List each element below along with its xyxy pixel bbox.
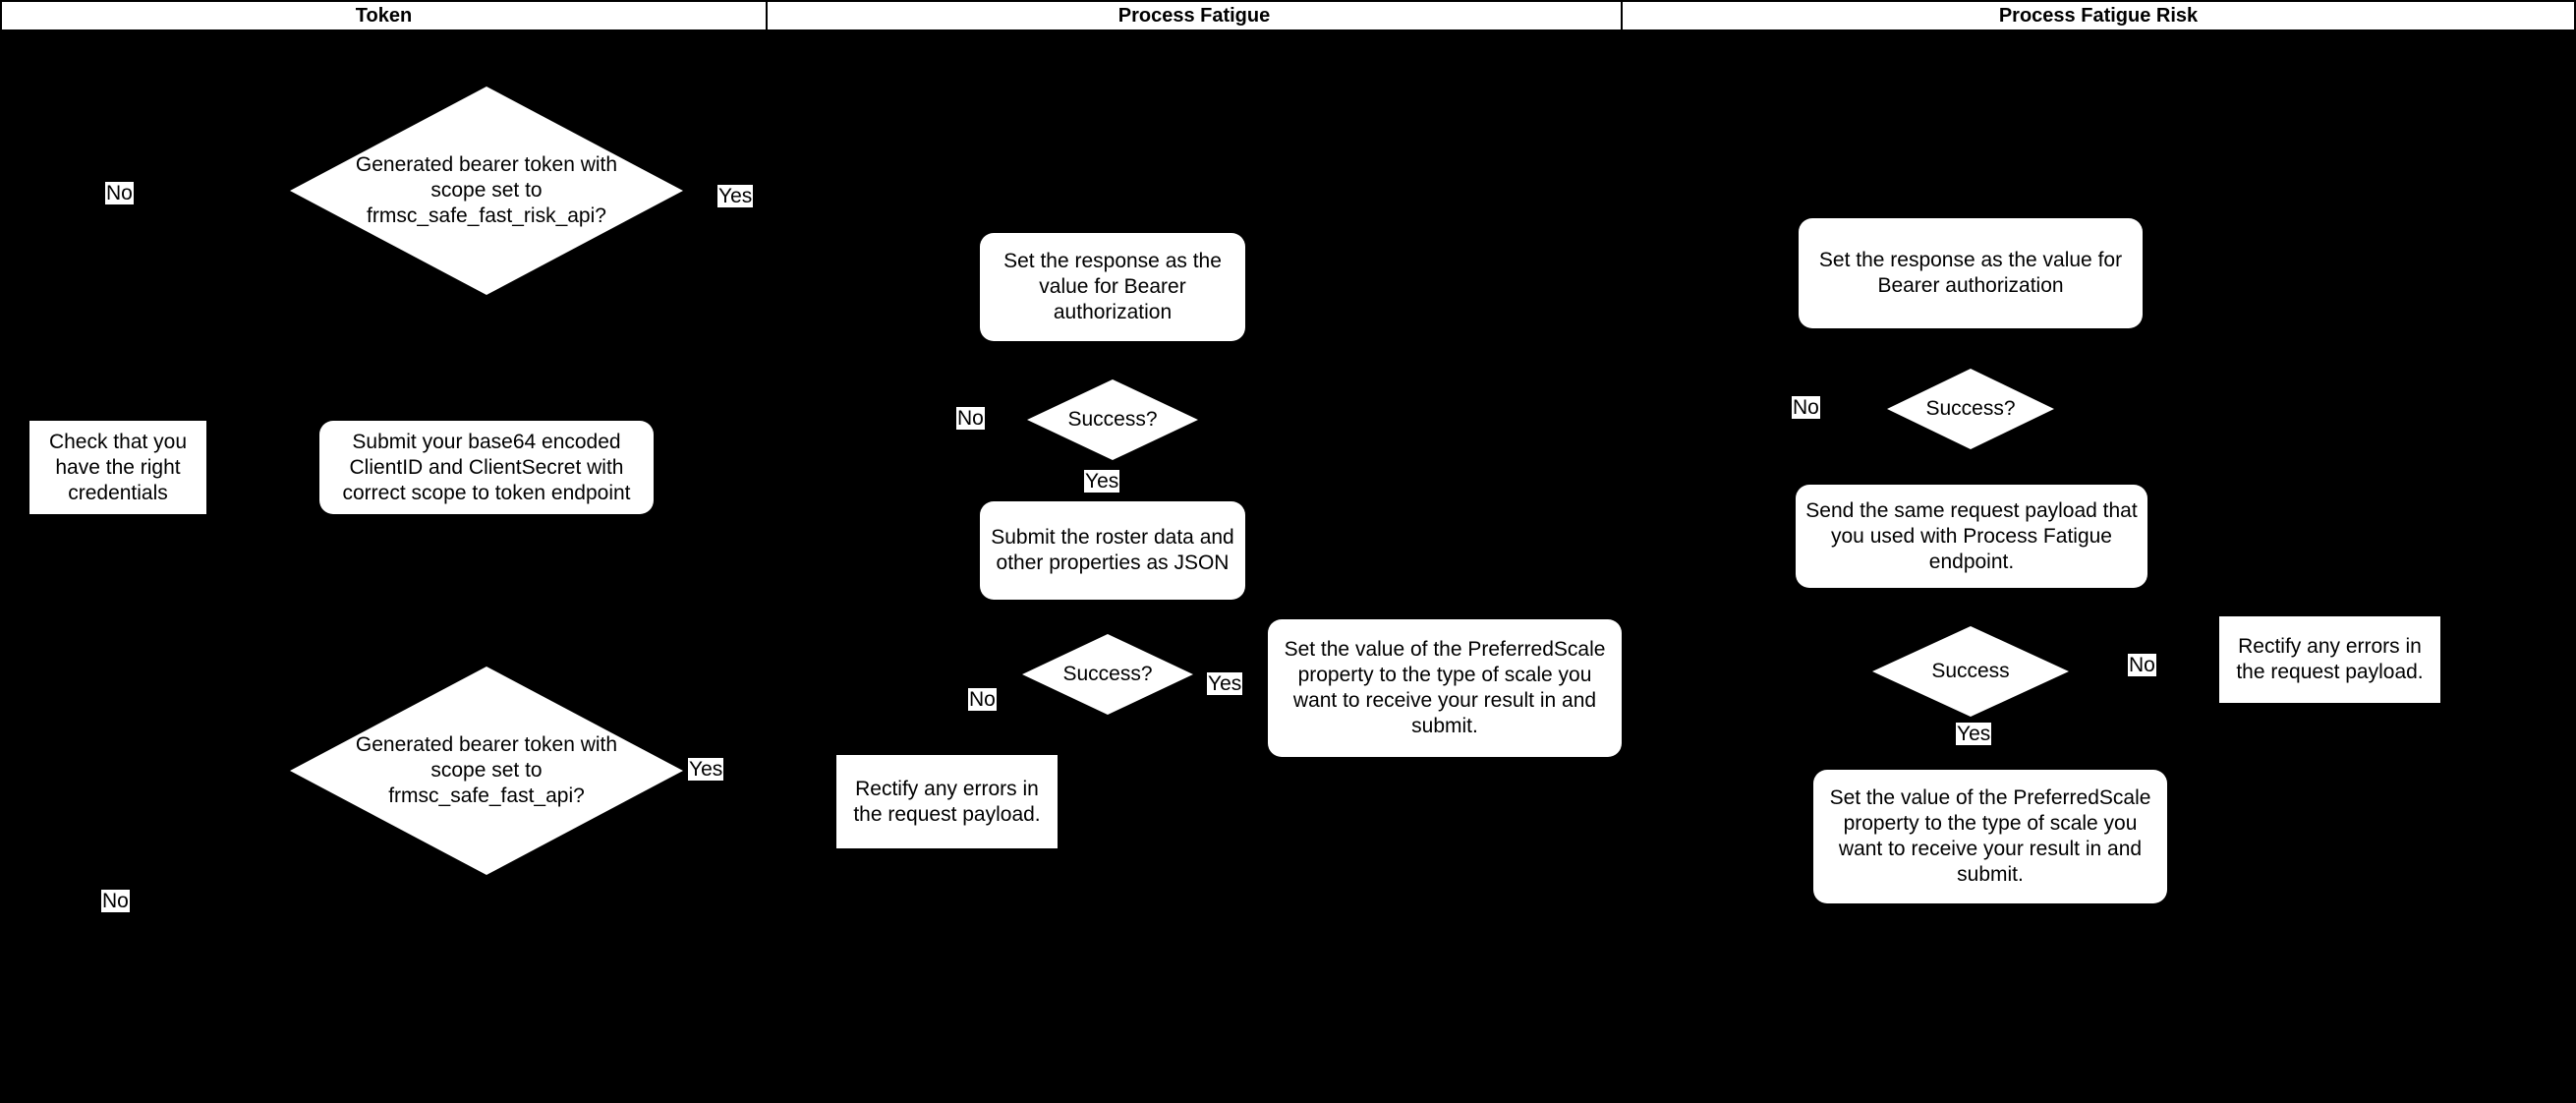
box-check-credentials[interactable]: Check that you have the right credential…: [29, 421, 206, 514]
decision-pf-success-1[interactable]: Success?: [1027, 379, 1198, 460]
box-pf-set-response-bearer[interactable]: Set the response as the value for Bearer…: [980, 233, 1245, 341]
edge-label-pfr-success1-no: No: [1792, 396, 1820, 419]
decision-pf-success-1-label: Success?: [1067, 408, 1158, 431]
box-pfr-set-response-bearer[interactable]: Set the response as the value for Bearer…: [1799, 218, 2143, 328]
edge-label-pf-success1-yes: Yes: [1084, 470, 1120, 493]
box-submit-client-credentials-label: Submit your base64 encoded ClientID and …: [342, 430, 631, 504]
edge-label-pf-success1-no: No: [956, 407, 985, 430]
swimlane-header-process-fatigue-risk: Process Fatigue Risk: [1623, 0, 2576, 29]
box-pf-submit-roster-json[interactable]: Submit the roster data and other propert…: [980, 501, 1245, 600]
box-pf-set-response-bearer-label: Set the response as the value for Bearer…: [1003, 250, 1222, 323]
box-pf-rectify-errors-label: Rectify any errors in the request payloa…: [853, 777, 1041, 826]
decision-pfr-success-1[interactable]: Success?: [1887, 369, 2054, 449]
box-pf-preferred-scale[interactable]: Set the value of the PreferredScale prop…: [1268, 619, 1622, 757]
box-check-credentials-label: Check that you have the right credential…: [48, 430, 188, 504]
decision-pf-success-2[interactable]: Success?: [1022, 634, 1193, 715]
box-pfr-rectify-errors-label: Rectify any errors in the request payloa…: [2236, 635, 2424, 683]
decision-generated-bearer-token-risk-api-label: Generated bearer token with scope set to…: [355, 153, 618, 227]
decision-generated-bearer-token-fast-api[interactable]: Generated bearer token with scope set to…: [290, 667, 683, 875]
swimlane-header-row: Token Process Fatigue Process Fatigue Ri…: [0, 0, 2576, 29]
box-pfr-set-response-bearer-label: Set the response as the value for Bearer…: [1818, 249, 2123, 297]
swimlane-header-token: Token: [0, 0, 768, 29]
edge-label-pfr-success2-yes: Yes: [1956, 723, 1992, 745]
decision-generated-bearer-token-risk-api[interactable]: Generated bearer token with scope set to…: [290, 87, 683, 295]
box-pf-submit-roster-json-label: Submit the roster data and other propert…: [991, 526, 1234, 574]
box-submit-client-credentials[interactable]: Submit your base64 encoded ClientID and …: [319, 421, 654, 514]
box-pfr-send-same-payload[interactable]: Send the same request payload that you u…: [1796, 485, 2147, 588]
edge-label-token-decision1-no: No: [105, 182, 134, 204]
box-pf-rectify-errors[interactable]: Rectify any errors in the request payloa…: [836, 755, 1058, 848]
box-pfr-rectify-errors[interactable]: Rectify any errors in the request payloa…: [2219, 616, 2440, 703]
decision-pfr-success-2[interactable]: Success: [1872, 626, 2069, 717]
decision-pfr-success-1-label: Success?: [1925, 397, 2016, 420]
swimlane-header-process-fatigue: Process Fatigue: [768, 0, 1623, 29]
edge-label-pf-success2-yes: Yes: [1207, 672, 1243, 695]
decision-pf-success-2-label: Success?: [1062, 663, 1153, 685]
decision-generated-bearer-token-fast-api-label: Generated bearer token with scope set to…: [355, 733, 618, 807]
decision-pfr-success-2-label: Success: [1931, 660, 2010, 682]
edge-label-token-decision2-no: No: [101, 890, 130, 912]
edge-label-token-decision1-yes: Yes: [717, 185, 754, 207]
edge-label-token-decision2-yes: Yes: [688, 758, 724, 781]
edge-label-pfr-success2-no: No: [2128, 654, 2156, 676]
edge-label-pf-success2-no: No: [968, 688, 997, 711]
box-pfr-send-same-payload-label: Send the same request payload that you u…: [1805, 498, 2138, 573]
box-pfr-preferred-scale-label: Set the value of the PreferredScale prop…: [1829, 786, 2151, 886]
box-pfr-preferred-scale[interactable]: Set the value of the PreferredScale prop…: [1813, 770, 2167, 903]
box-pf-preferred-scale-label: Set the value of the PreferredScale prop…: [1284, 638, 1606, 737]
